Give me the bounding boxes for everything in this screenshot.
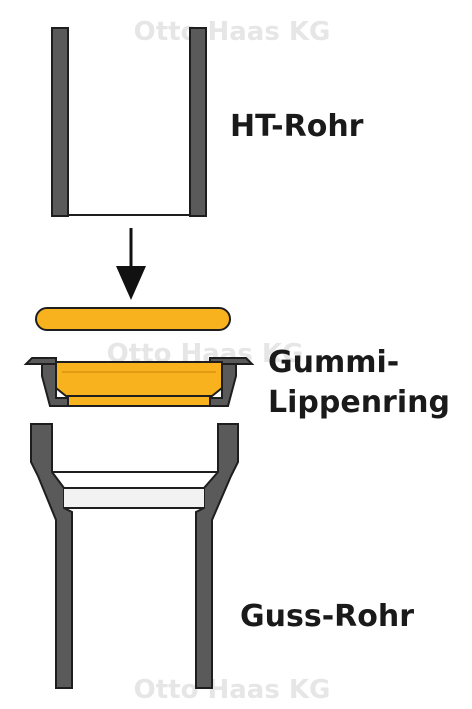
label-ht-pipe: HT-Rohr [230,109,364,144]
down-arrow-icon [116,228,146,300]
lip-ring [23,357,255,407]
ht-pipe [51,27,207,217]
watermark-bottom: Otto Haas KG [134,675,331,705]
cast-iron-pipe [30,423,239,689]
watermark-top: Otto Haas KG [134,17,331,47]
ht-pipe-left-wall [51,27,69,217]
flat-rubber-ring [35,307,231,331]
label-ring-line1: Gummi- [268,345,399,380]
ht-pipe-right-wall [189,27,207,217]
label-ring-line2: Lippenring [268,385,450,420]
label-cast-pipe: Guss-Rohr [240,599,414,634]
